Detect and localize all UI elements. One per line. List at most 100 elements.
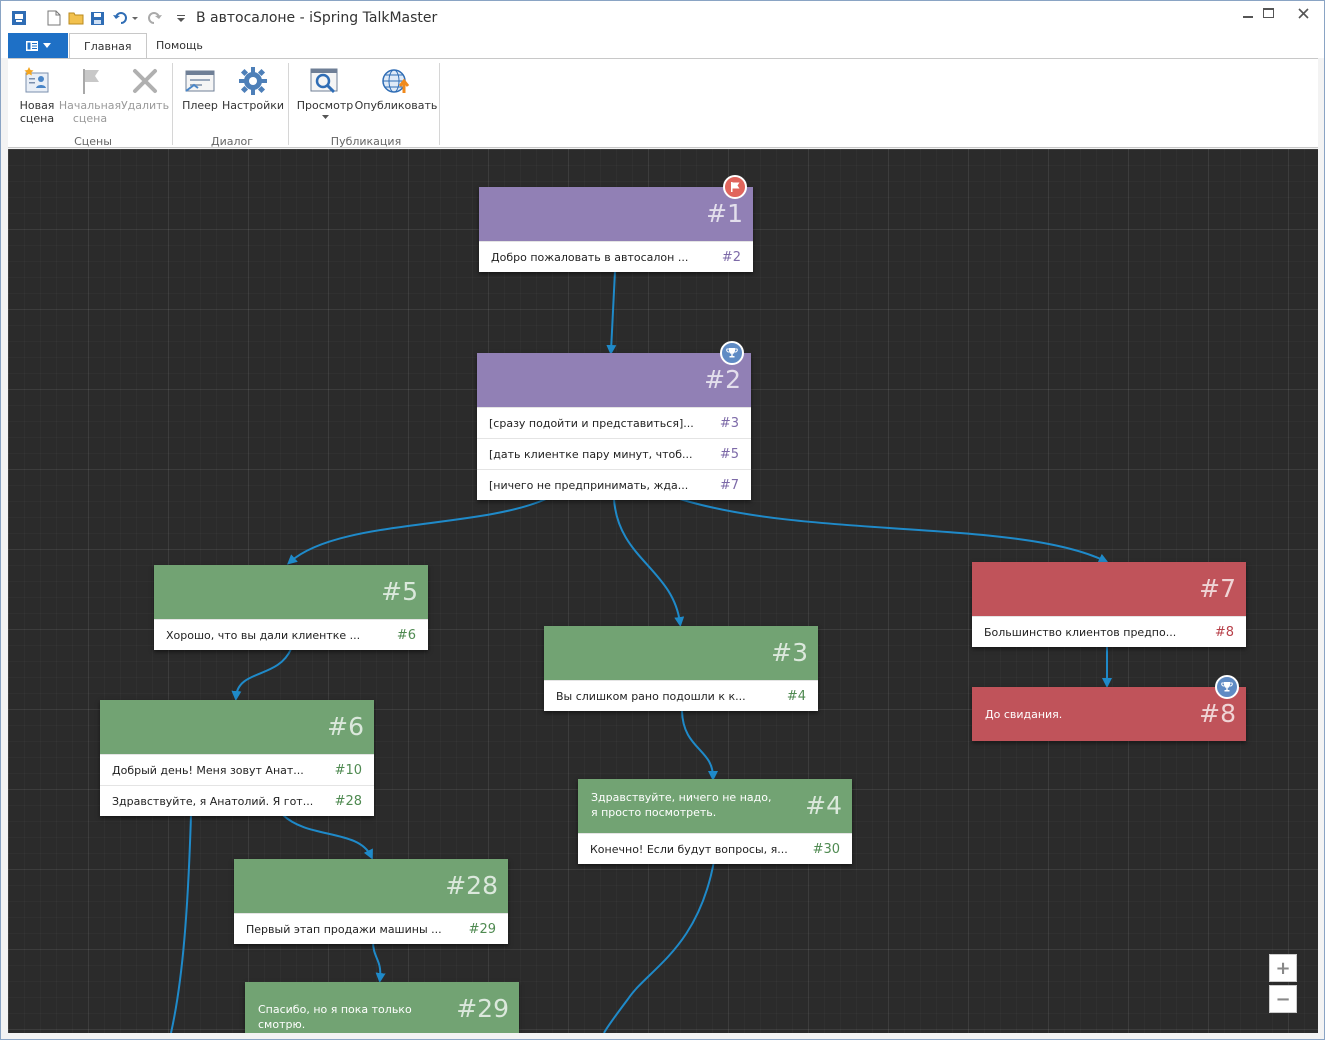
scene-node-3[interactable]: #3 Вы слишком рано подошли к к...#4 [544,626,818,711]
answer-link[interactable]: #10 [334,762,362,778]
scene-node-29[interactable]: Спасибо, но я пока только смотрю. #29 [245,982,519,1033]
minimize-button[interactable] [1233,1,1263,25]
answer-link[interactable]: #28 [334,793,362,809]
player-button[interactable]: Плеер [180,63,220,112]
answer-text: Добрый день! Меня зовут Анат... [112,763,304,777]
settings-label: Настройки [221,99,285,112]
link-3-to-4 [681,710,718,781]
app-icon[interactable] [9,9,29,27]
new-scene-icon [20,63,54,99]
answer-row[interactable]: Добро пожаловать в автосалон ... #2 [479,241,753,272]
close-button[interactable] [1281,1,1325,25]
zoom-in-button[interactable]: + [1269,954,1297,982]
scene-header: До свидания. #8 [972,687,1246,741]
scene-number: #28 [445,871,498,900]
delete-icon [128,63,162,99]
group-separator [288,63,289,145]
scene-header: #1 [479,187,753,241]
answer-row[interactable]: Вы слишком рано подошли к к...#4 [544,680,818,711]
answer-row[interactable]: Хорошо, что вы дали клиентке ...#6 [154,619,428,650]
answer-link[interactable]: #6 [396,627,416,643]
preview-magnifier-icon [308,63,342,99]
answer-row[interactable]: Здравствуйте, я Анатолий. Я гот...#28 [100,785,374,816]
link-2-to-3 [613,498,685,627]
answer-row[interactable]: Большинство клиентов предпо...#8 [972,616,1246,647]
scene-node-1[interactable]: #1 Добро пожаловать в автосалон ... #2 [479,175,753,272]
answer-link[interactable]: #29 [468,921,496,937]
link-2-to-7 [679,498,1109,563]
answer-text: [дать клиентке пару минут, чтоб... [489,447,693,461]
redo-icon[interactable] [143,9,173,27]
scene-number: #1 [706,199,743,228]
ribbon: Новая сцена Начальная сцена Удалить Сцен… [8,58,1318,148]
answer-text: [ничего не предпринимать, жда... [489,478,689,492]
start-scene-button[interactable]: Начальная сцена [58,63,122,125]
answer-row[interactable]: [сразу подойти и представиться]...#3 [477,407,751,438]
preview-button[interactable]: Просмотр [296,63,354,119]
maximize-button[interactable] [1253,1,1283,25]
window-title: В автосалоне - iSpring TalkMaster [196,10,438,26]
connection-lines [170,270,1112,1033]
answer-row[interactable]: Первый этап продажи машины ...#29 [234,913,508,944]
trophy-icon [1215,675,1239,699]
link-6-to-10 [170,814,192,1033]
answer-link[interactable]: #3 [719,415,739,431]
scene-node-8[interactable]: До свидания. #8 [972,675,1246,741]
answer-link[interactable]: #5 [719,446,739,462]
scene-header: #5 [154,565,428,619]
group-label-publication: Публикация [330,135,402,148]
scene-number: #8 [1199,699,1236,728]
scene-text: Спасибо, но я пока только смотрю. [258,1003,412,1031]
answer-link[interactable]: #4 [786,688,806,704]
scene-node-7[interactable]: #7 Большинство клиентов предпо...#8 [972,562,1246,647]
open-folder-icon[interactable] [67,9,85,27]
scene-number: #2 [704,365,741,394]
scene-node-2[interactable]: #2 [сразу подойти и представиться]...#3 … [477,341,751,500]
chevron-down-icon [42,43,51,48]
scene-text: Здравствуйте, ничего не надо, я просто п… [591,791,772,819]
new-scene-button[interactable]: Новая сцена [16,63,58,125]
answer-link[interactable]: #7 [719,477,739,493]
scene-number: #29 [456,994,509,1023]
answer-row[interactable]: Конечно! Если будут вопросы, я...#30 [578,833,852,864]
group-label-scenes: Сцены [74,135,112,148]
scene-node-4[interactable]: Здравствуйте, ничего не надо, я просто п… [578,779,852,864]
scene-header: #28 [234,859,508,913]
publish-label: Опубликовать [354,99,438,112]
zoom-out-button[interactable]: − [1269,985,1297,1013]
answer-link[interactable]: #2 [721,249,741,265]
tab-help[interactable]: Помощь [156,39,203,52]
publish-button[interactable]: Опубликовать [354,63,438,112]
answer-link[interactable]: #30 [812,841,840,857]
new-file-icon[interactable] [45,9,63,27]
delete-label: Удалить [120,99,170,112]
trophy-icon [720,341,744,365]
start-scene-label: Начальная сцена [58,99,122,125]
link-1-to-2 [606,270,617,355]
link-28-to-29 [372,940,386,983]
answer-row[interactable]: [дать клиентке пару минут, чтоб... #5 [477,438,751,469]
flag-icon [73,63,107,99]
publish-globe-icon [379,63,413,99]
settings-button[interactable]: Настройки [222,63,284,112]
gear-icon [236,63,270,99]
answer-link[interactable]: #8 [1214,624,1234,640]
answer-row[interactable]: Добрый день! Меня зовут Анат... #10 [100,754,374,785]
scene-header: #7 [972,562,1246,616]
scene-graph-canvas[interactable]: #1 Добро пожаловать в автосалон ... #2 #2… [8,149,1318,1033]
menu-icon [25,40,38,51]
scene-node-5[interactable]: #5 Хорошо, что вы дали клиентке ...#6 [154,565,428,650]
customize-toolbar-icon[interactable] [175,9,187,27]
link-2-to-5 [287,498,547,565]
scene-header: Здравствуйте, ничего не надо, я просто п… [578,779,852,833]
new-scene-label: Новая сцена [19,99,55,125]
tab-main[interactable]: Главная [69,33,147,59]
delete-button[interactable]: Удалить [120,63,170,112]
answer-row[interactable]: [ничего не предпринимать, жда... #7 [477,469,751,500]
save-icon[interactable] [88,9,106,27]
undo-icon[interactable] [110,9,140,27]
scene-node-6[interactable]: #6 Добрый день! Меня зовут Анат...#10 Зд… [100,700,374,816]
scene-node-28[interactable]: #28 Первый этап продажи машины ...#29 [234,859,508,944]
file-menu-button[interactable] [8,33,68,58]
answer-text: Добро пожаловать в автосалон ... [491,250,689,264]
